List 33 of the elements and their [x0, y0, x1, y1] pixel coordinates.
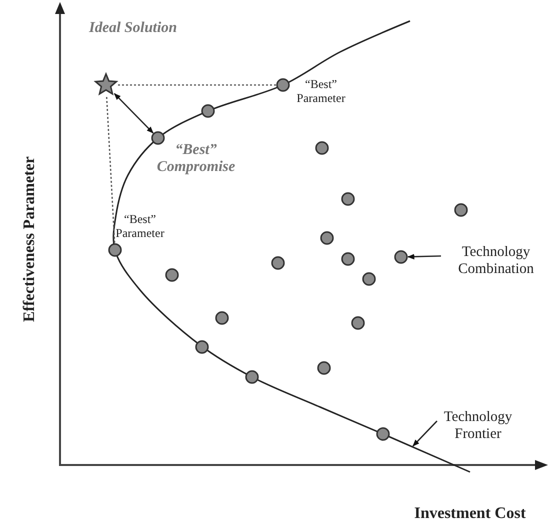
data-point [376, 427, 390, 441]
point-label: “Best” Compromise [156, 142, 236, 176]
dashed-guide-line [106, 96, 116, 244]
data-point [276, 78, 290, 92]
point-label: “Best” Parameter [114, 213, 166, 241]
point-label: “Best” Parameter [296, 78, 346, 106]
data-point [341, 192, 355, 206]
data-point [108, 243, 122, 257]
data-point [201, 104, 215, 118]
axis-title: Investment Cost [413, 505, 527, 524]
data-point [245, 370, 259, 384]
arrow [114, 93, 154, 134]
callout-text: Technology Frontier [442, 409, 514, 442]
callout-text: Technology Combination [457, 244, 535, 278]
data-point [454, 203, 468, 217]
data-point [165, 268, 179, 282]
arrow [407, 254, 442, 260]
data-point [271, 256, 285, 270]
data-point [394, 250, 408, 264]
point-label: Ideal Solution [88, 20, 178, 38]
data-point [351, 316, 365, 330]
data-point [195, 340, 209, 354]
dashed-guide-line [118, 84, 276, 86]
data-point [151, 131, 165, 145]
data-point [317, 361, 331, 375]
data-point [320, 231, 334, 245]
data-point [315, 141, 329, 155]
data-point [341, 252, 355, 266]
arrow [412, 420, 438, 446]
data-point [215, 311, 229, 325]
axis-title: Effectiveness Parameter [20, 155, 39, 324]
data-point [362, 272, 376, 286]
star-marker [94, 72, 118, 96]
